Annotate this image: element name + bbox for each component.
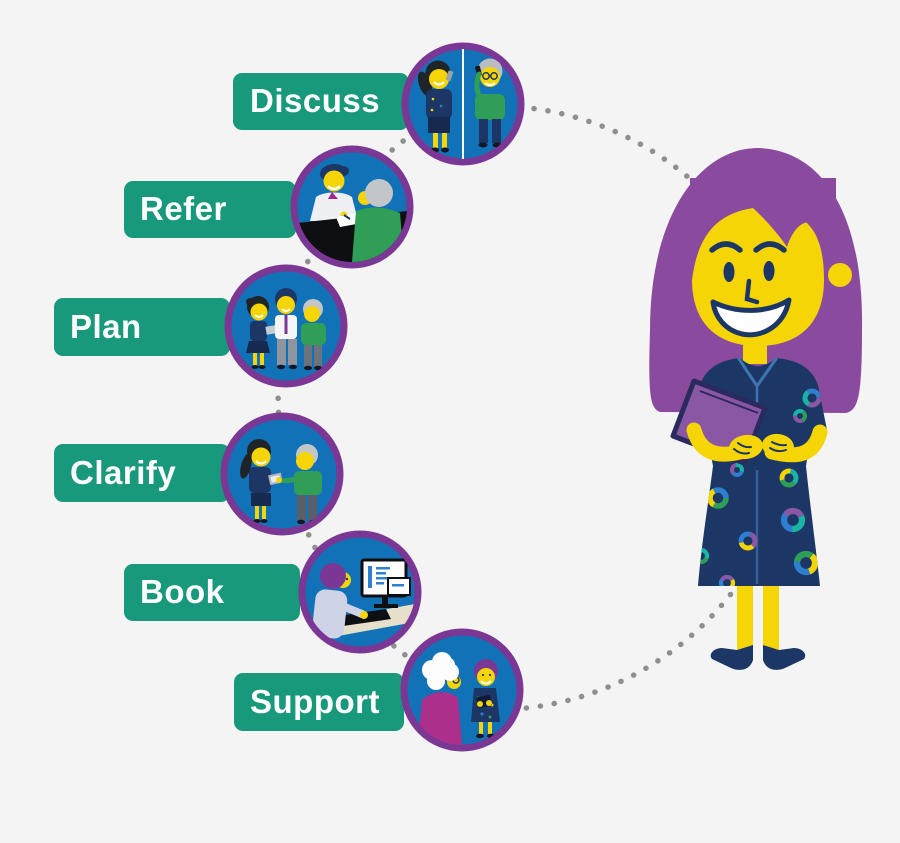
discuss-label: Discuss	[250, 82, 380, 119]
discuss-label-box	[233, 73, 409, 130]
step-clarify: Clarify	[54, 412, 344, 536]
finger-lines	[733, 441, 787, 455]
step-book: Book	[124, 530, 422, 654]
clarify-tablet-review-icon	[220, 412, 344, 536]
hair-fringe	[690, 178, 836, 310]
left-eye	[723, 262, 735, 282]
clarify-label-box	[54, 444, 230, 502]
care-navigator-illustration	[649, 148, 863, 670]
refer-doctor-consultation-icon	[290, 145, 414, 269]
plan-label-box	[54, 298, 230, 356]
step-support: Support	[234, 628, 524, 752]
refer-label-box	[124, 181, 296, 238]
book-computer-booking-icon	[298, 530, 422, 654]
right-leg	[763, 584, 779, 652]
book-label: Book	[140, 573, 225, 610]
step-refer: Refer	[124, 145, 414, 269]
left-leg	[737, 584, 753, 652]
refer-label: Refer	[140, 190, 227, 227]
left-shoe	[710, 645, 753, 670]
support-label: Support	[250, 683, 380, 720]
step-discuss: Discuss	[233, 42, 525, 166]
dotted-arc-right	[517, 104, 798, 711]
smile	[710, 297, 792, 338]
step-plan: Plan	[54, 264, 348, 388]
discuss-phone-call-icon	[401, 42, 525, 166]
support-label-box	[234, 673, 404, 731]
folder-edge-line	[699, 390, 759, 414]
right-hand	[762, 433, 794, 459]
clarify-label: Clarify	[70, 454, 176, 491]
ear	[828, 263, 852, 287]
plan-team-discussion-icon	[224, 264, 348, 388]
right-shoe	[763, 645, 806, 670]
support-companion-icon	[400, 628, 524, 752]
plan-label: Plan	[70, 308, 142, 345]
face-features	[709, 241, 787, 305]
book-label-box	[124, 564, 300, 621]
right-eye	[763, 261, 775, 281]
